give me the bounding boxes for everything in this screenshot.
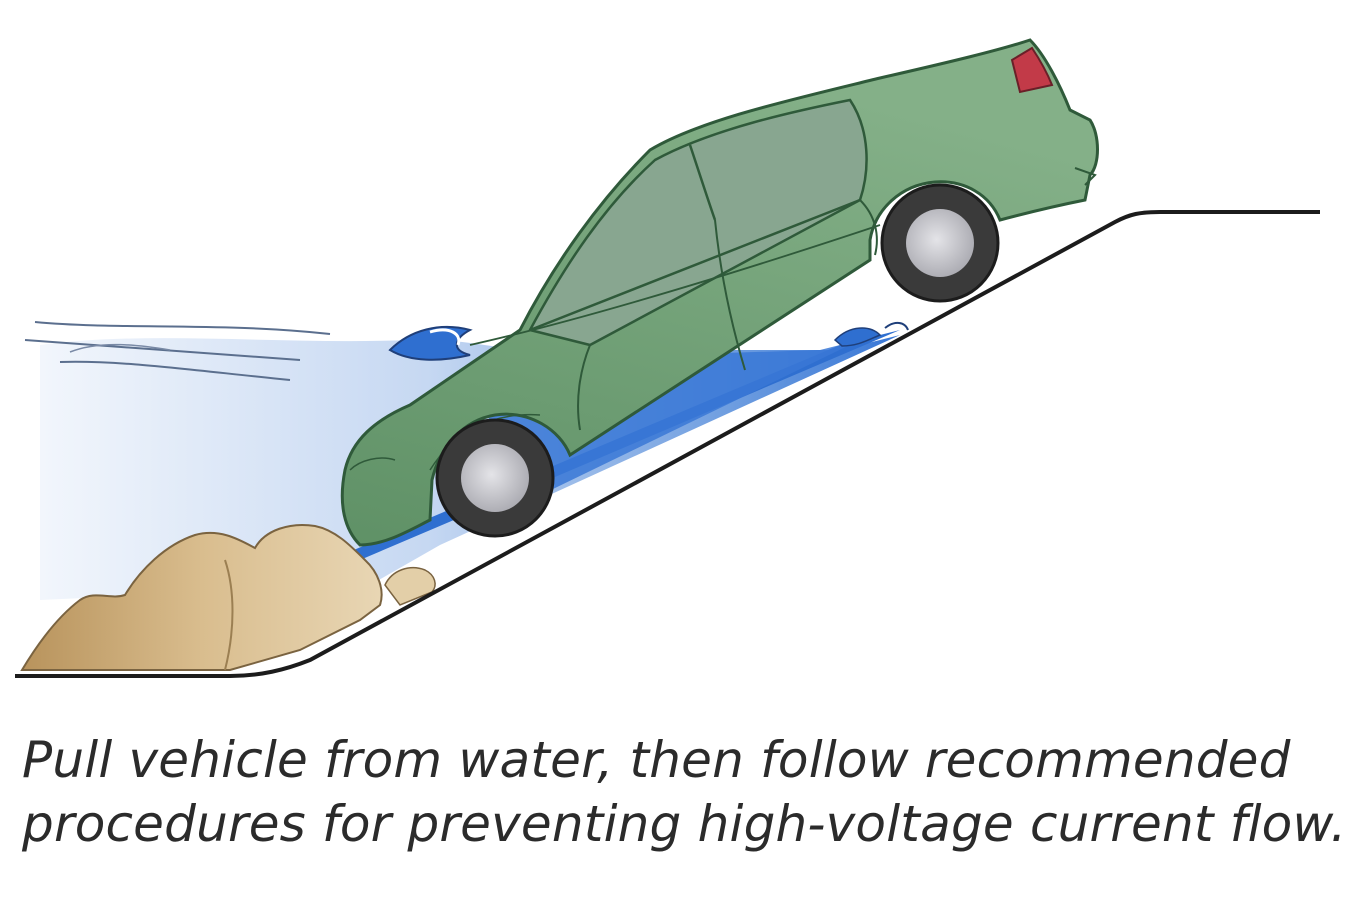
- front-wheel: [435, 418, 555, 538]
- rocks-illustration: [20, 524, 436, 671]
- illustration-caption: Pull vehicle from water, then follow rec…: [22, 728, 1347, 856]
- caption-line-1: Pull vehicle from water, then follow rec…: [22, 731, 1291, 789]
- caption-line-2: procedures for preventing high-voltage c…: [22, 795, 1347, 853]
- rear-wheel: [880, 183, 1000, 303]
- vehicle-recovery-illustration: [15, 38, 1320, 678]
- embankment-line: [15, 210, 1320, 678]
